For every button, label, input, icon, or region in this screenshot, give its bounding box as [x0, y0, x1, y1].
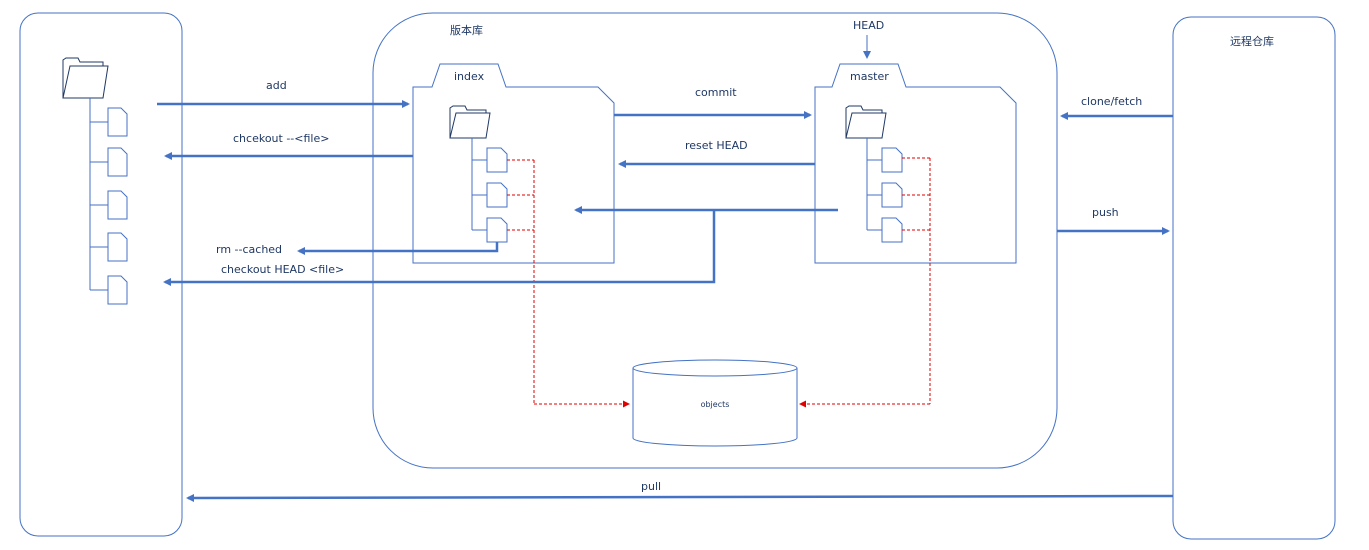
- file-icon: [881, 217, 903, 243]
- master-label: master: [850, 70, 889, 83]
- file-icon: [107, 232, 128, 262]
- objects-store: objects: [632, 359, 798, 447]
- checkout-file-label: chcekout --<file>: [233, 132, 329, 145]
- rm-cached-label: rm --cached: [216, 243, 282, 256]
- file-icon: [881, 147, 903, 173]
- index-tree: [449, 105, 508, 243]
- master-objects-links: [799, 157, 931, 408]
- file-icon: [486, 217, 508, 243]
- remote-repo-label: 远程仓库: [1230, 34, 1274, 48]
- file-icon: [107, 107, 128, 137]
- file-icon: [107, 190, 128, 220]
- clone-fetch-label: clone/fetch: [1081, 95, 1142, 108]
- reset-head-label: reset HEAD: [685, 139, 748, 152]
- head-label: HEAD: [853, 19, 884, 32]
- pull-label: pull: [641, 480, 661, 493]
- repository-label: 版本库: [450, 23, 483, 37]
- commit-label: commit: [695, 86, 737, 99]
- checkout-head-label: checkout HEAD <file>: [221, 263, 344, 276]
- objects-label: objects: [701, 400, 730, 409]
- master-tree: [845, 105, 903, 243]
- file-icon: [486, 182, 508, 208]
- file-icon: [486, 147, 508, 173]
- file-icon: [881, 182, 903, 208]
- working-directory-box: [19, 12, 183, 537]
- master-folder: [814, 63, 1017, 264]
- file-icon: [107, 147, 128, 177]
- push-label: push: [1092, 206, 1119, 219]
- index-label: index: [454, 70, 485, 83]
- checkout-head-arrow: [163, 210, 716, 286]
- remote-repo-box: [1172, 16, 1336, 540]
- index-folder: [412, 63, 615, 264]
- working-tree: [62, 57, 128, 305]
- add-label: add: [266, 79, 287, 92]
- pull-arrow: [186, 493, 1174, 502]
- file-icon: [107, 275, 128, 305]
- rm-cached-arrow: [297, 242, 499, 255]
